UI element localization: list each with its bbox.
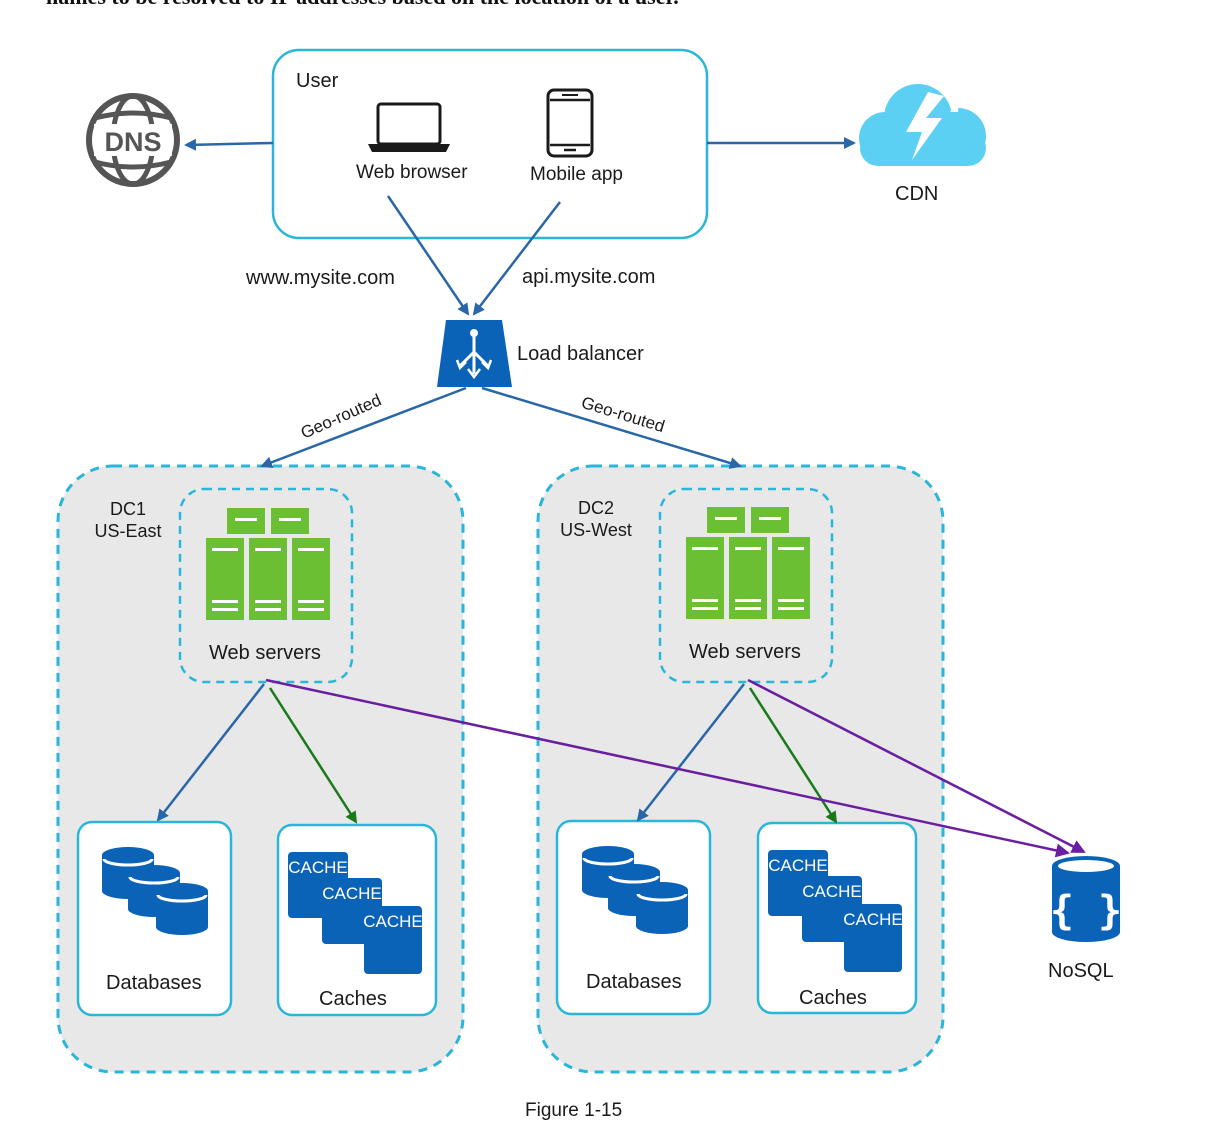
arrow-lb-to-dc1 bbox=[260, 386, 467, 469]
cdn-cloud-icon bbox=[859, 84, 986, 166]
svg-text:{ }: { } bbox=[1050, 888, 1122, 934]
dc2-databases-label: Databases bbox=[586, 971, 682, 993]
load-balancer-icon bbox=[437, 320, 512, 387]
arrow-dc1-web-to-db bbox=[156, 683, 265, 822]
cdn-label: CDN bbox=[895, 183, 939, 205]
mobile-app-label: Mobile app bbox=[530, 164, 623, 185]
cache-label: CACHE bbox=[768, 856, 828, 875]
arrow-mobile-to-lb bbox=[472, 201, 561, 316]
route-api-label: api.mysite.com bbox=[522, 266, 656, 288]
dc1-caches-label: Caches bbox=[319, 988, 387, 1010]
arrow-dc1-web-to-cache bbox=[268, 687, 358, 824]
nosql-label: NoSQL bbox=[1048, 960, 1114, 982]
route-web-label: www.mysite.com bbox=[246, 267, 395, 289]
cache-label: CACHE bbox=[363, 912, 423, 931]
dc1-cache-icon: CACHE CACHE CACHE bbox=[288, 852, 423, 974]
top-text-fragment: names to be resolved to IP addresses bas… bbox=[46, 0, 679, 8]
dc1-databases-label: Databases bbox=[106, 972, 202, 994]
arrow-user-to-dns bbox=[184, 138, 274, 151]
nosql-database-icon: { } bbox=[1050, 856, 1122, 942]
dc1-web-servers-label: Web servers bbox=[209, 642, 321, 664]
cache-label: CACHE bbox=[322, 884, 382, 903]
arrow-browser-to-lb bbox=[386, 195, 470, 316]
dc1-name: DC1 bbox=[109, 499, 146, 519]
arrow-dc1-web-to-nosql bbox=[265, 678, 1070, 858]
figure-caption: Figure 1-15 bbox=[525, 1100, 623, 1121]
dc2-region: US-West bbox=[560, 520, 632, 540]
mobile-phone-icon bbox=[546, 88, 594, 158]
dc2-caches-label: Caches bbox=[799, 987, 867, 1009]
dc2-web-server-icon bbox=[686, 507, 810, 619]
cache-label: CACHE bbox=[288, 858, 348, 877]
arrow-lb-to-dc2 bbox=[481, 386, 742, 469]
web-browser-label: Web browser bbox=[356, 162, 468, 183]
dc2-label: DC2 US-West bbox=[555, 497, 637, 541]
dc1-web-server-icon bbox=[206, 508, 330, 620]
user-box-title: User bbox=[296, 70, 339, 92]
dc2-name: DC2 bbox=[577, 498, 614, 518]
load-balancer-label: Load balancer bbox=[517, 343, 644, 365]
dns-label: DNS bbox=[104, 127, 161, 157]
cache-label: CACHE bbox=[802, 882, 862, 901]
dns-globe-icon: DNS bbox=[86, 93, 180, 187]
arrow-dc2-web-to-nosql bbox=[747, 678, 1086, 854]
cache-label: CACHE bbox=[843, 910, 903, 929]
dc2-cache-icon: CACHE CACHE CACHE bbox=[768, 850, 903, 972]
dc1-region: US-East bbox=[94, 521, 162, 541]
laptop-icon bbox=[368, 102, 450, 152]
dc1-label: DC1 US-East bbox=[88, 498, 168, 542]
dc2-web-servers-label: Web servers bbox=[689, 641, 801, 663]
arrow-dc2-web-to-db bbox=[636, 683, 745, 822]
